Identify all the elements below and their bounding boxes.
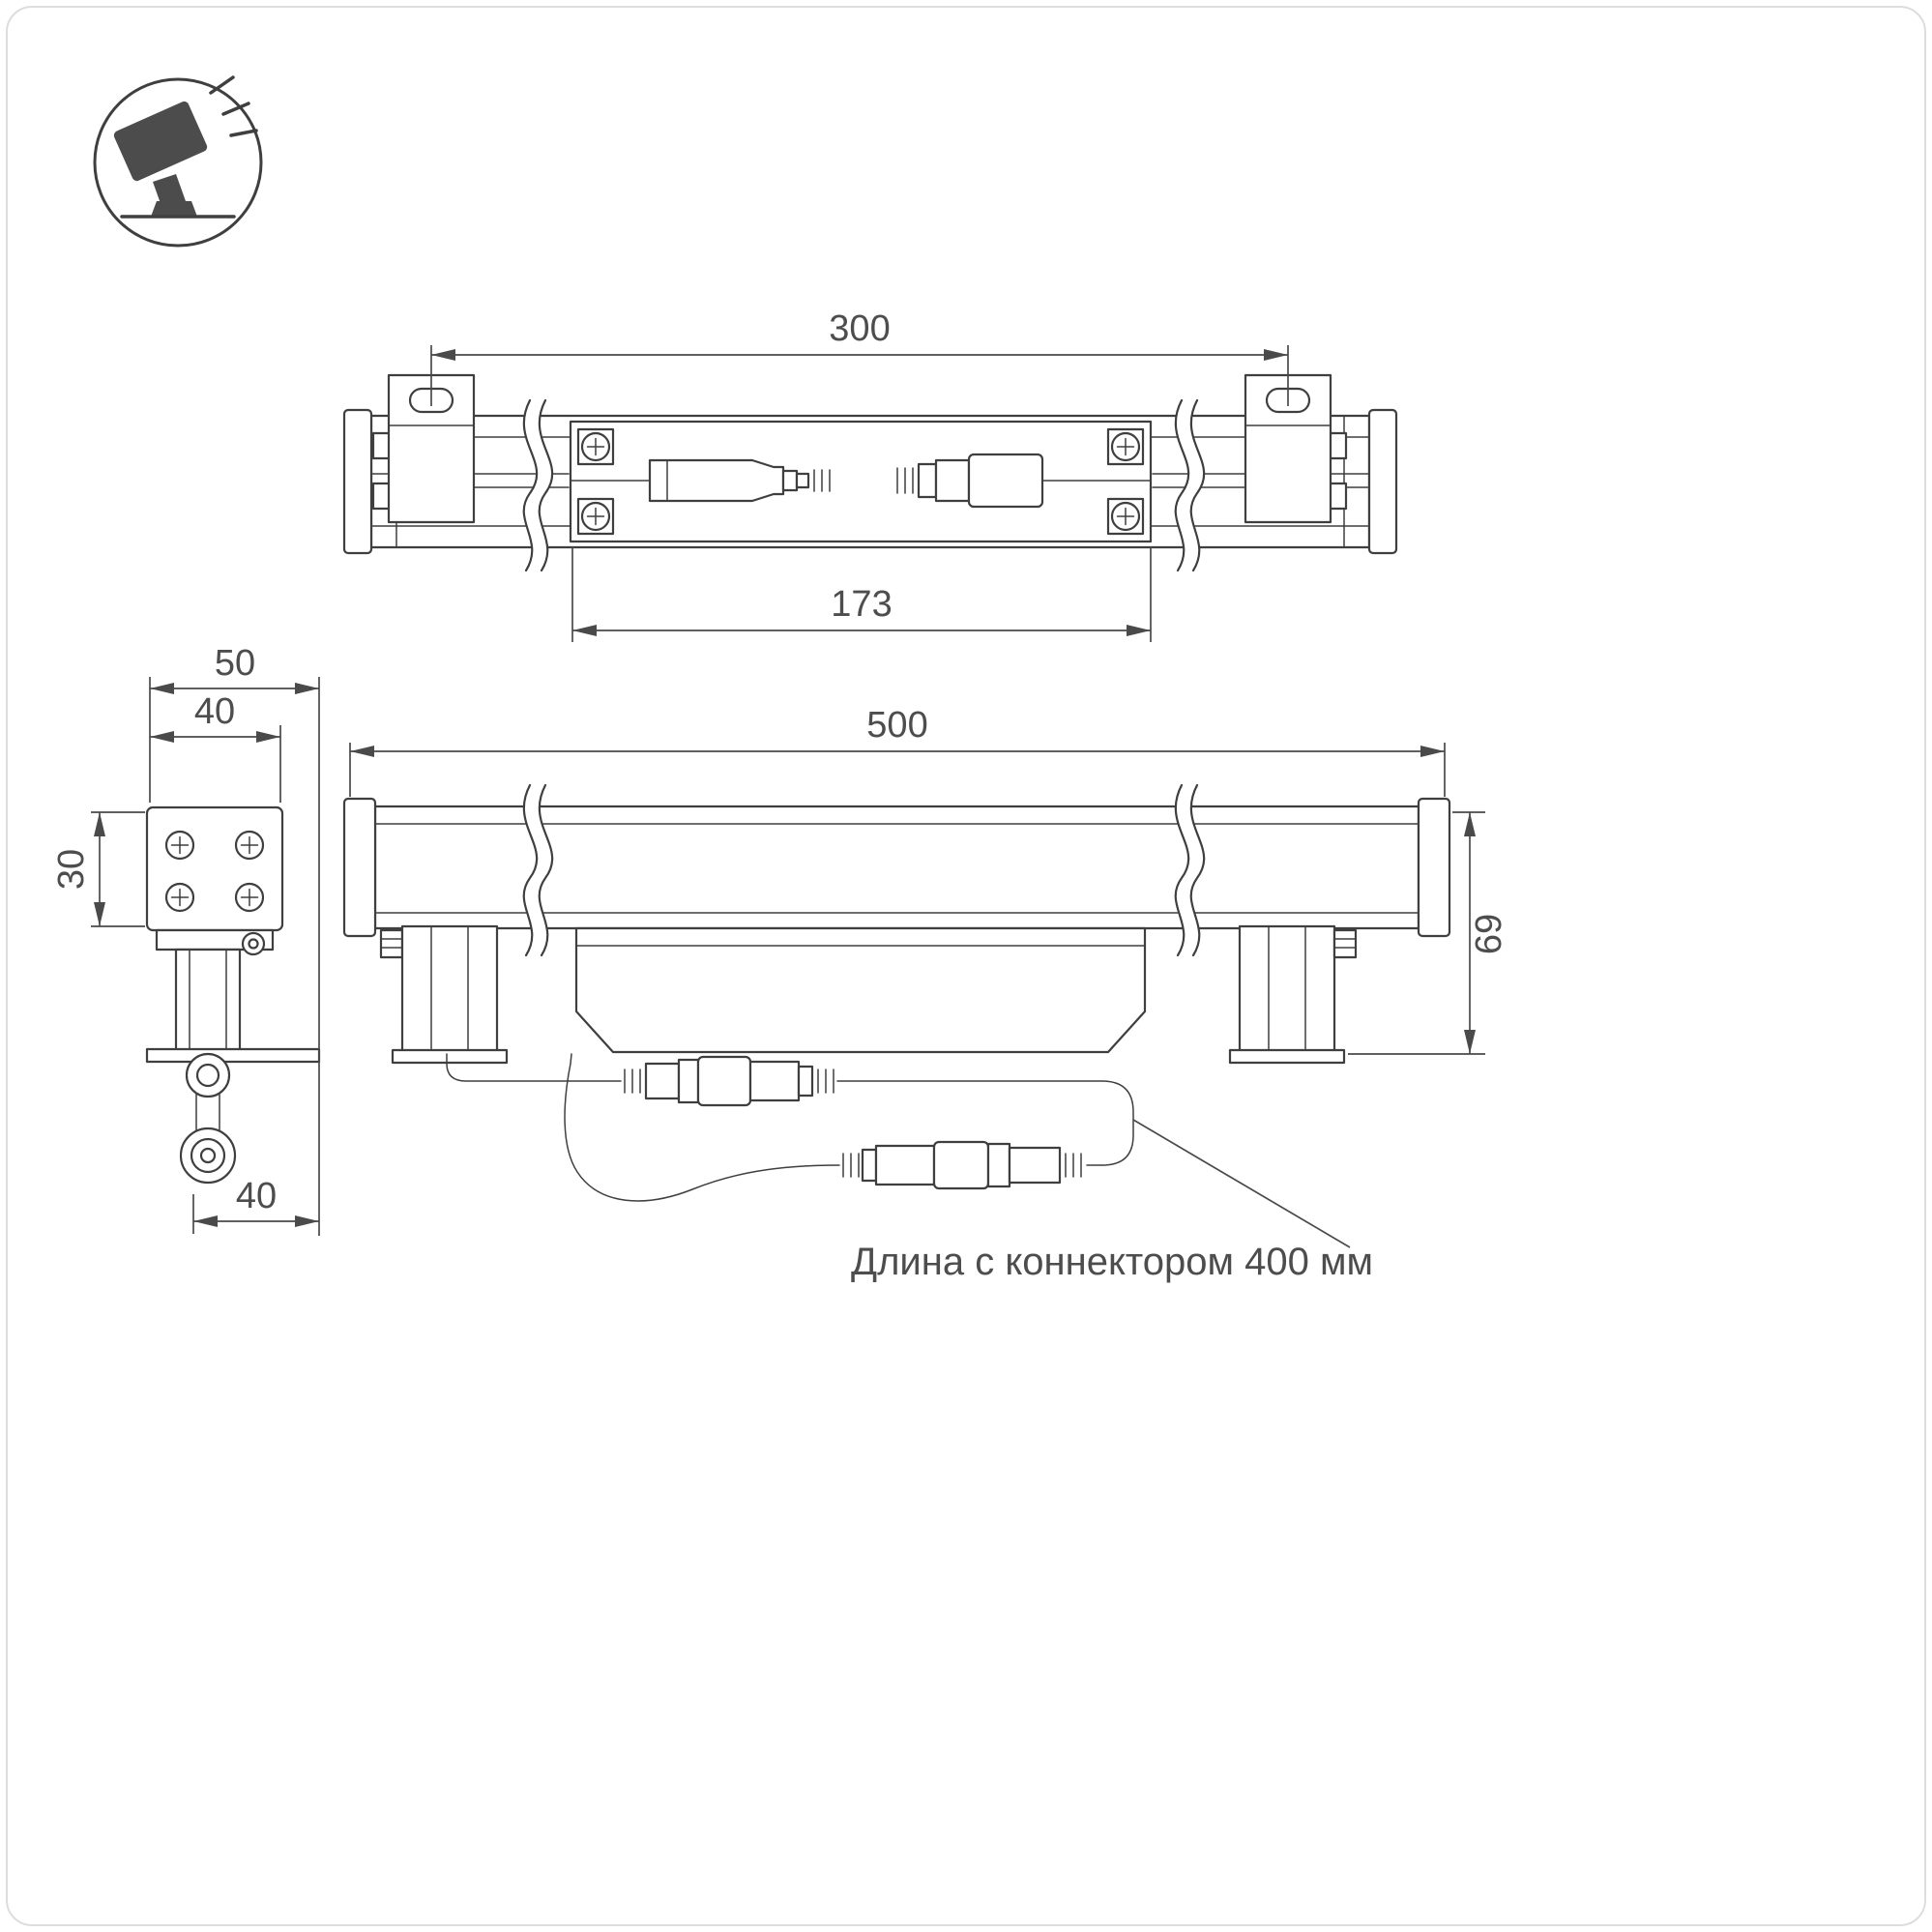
screw-icon: [580, 431, 611, 462]
screw-icon: [234, 882, 265, 913]
floodlight-stem: [153, 174, 186, 209]
dim-label-40-foot: 40: [236, 1176, 277, 1216]
mounting-bracket-left-top: [371, 373, 476, 524]
dimension-69: 69: [1348, 811, 1509, 1055]
side-view: [145, 805, 321, 1185]
pivot-knob: [241, 931, 266, 956]
screw-icon: [234, 830, 265, 861]
front-view: [342, 783, 1451, 1202]
dimension-500: 500: [349, 705, 1446, 797]
page-border: [6, 6, 1926, 1926]
dimension-300: 300: [430, 308, 1289, 406]
end-cap-left: [342, 408, 373, 555]
leader-line: [1132, 1119, 1351, 1248]
light-ray: [229, 129, 258, 137]
screw-icon: [580, 501, 611, 532]
screw-icon: [1110, 501, 1141, 532]
dimension-50: 50: [149, 643, 320, 1236]
power-cable: [446, 1053, 1134, 1202]
break-line: [522, 398, 554, 572]
dim-label-40-body: 40: [194, 691, 235, 732]
screw-icon: [164, 882, 195, 913]
connector-end-view: [179, 1127, 237, 1185]
dimension-40-foot: 40: [192, 1176, 319, 1234]
connector-note-text: Длина с коннектором 400 мм: [851, 1241, 1373, 1283]
cable-gland: [185, 1052, 231, 1098]
dimension-40-body: 40: [150, 691, 281, 803]
screw-icon: [164, 830, 195, 861]
light-ray: [221, 102, 250, 116]
dimension-173: 173: [571, 547, 1152, 642]
end-cap-right: [1367, 408, 1398, 555]
end-connector: [842, 1140, 1082, 1190]
mounting-bracket-right: [1228, 924, 1358, 1065]
dimension-30: 30: [51, 811, 145, 927]
dim-label-300: 300: [829, 308, 890, 349]
end-cap-right: [1417, 797, 1451, 938]
driver-housing: [574, 926, 1147, 1054]
inline-connector-pair: [624, 1055, 834, 1107]
mounting-bracket-right-top: [1244, 373, 1348, 524]
floodlight-icon: [93, 75, 263, 248]
icon-circle: [93, 77, 263, 248]
mounting-foot: [145, 1047, 321, 1064]
dim-label-69: 69: [1469, 914, 1509, 954]
break-line: [1174, 398, 1206, 572]
break-line: [1174, 783, 1206, 957]
floodlight-head: [113, 101, 208, 182]
dim-label-173: 173: [831, 584, 892, 625]
dim-label-50: 50: [215, 643, 255, 684]
dim-label-500: 500: [866, 705, 927, 746]
floodlight-base: [151, 201, 197, 217]
screw-icon: [1110, 431, 1141, 462]
connector-pair-top: [570, 453, 1152, 509]
side-body: [145, 805, 284, 932]
light-ray: [209, 75, 235, 95]
dim-label-30: 30: [51, 849, 92, 890]
mounting-bracket-left: [379, 924, 509, 1065]
clamp-arm: [174, 948, 242, 1054]
break-line: [522, 783, 554, 957]
end-cap-left: [342, 797, 377, 938]
connector-note: Длина с коннектором 400 мм: [851, 1119, 1373, 1283]
top-view: [342, 373, 1398, 572]
